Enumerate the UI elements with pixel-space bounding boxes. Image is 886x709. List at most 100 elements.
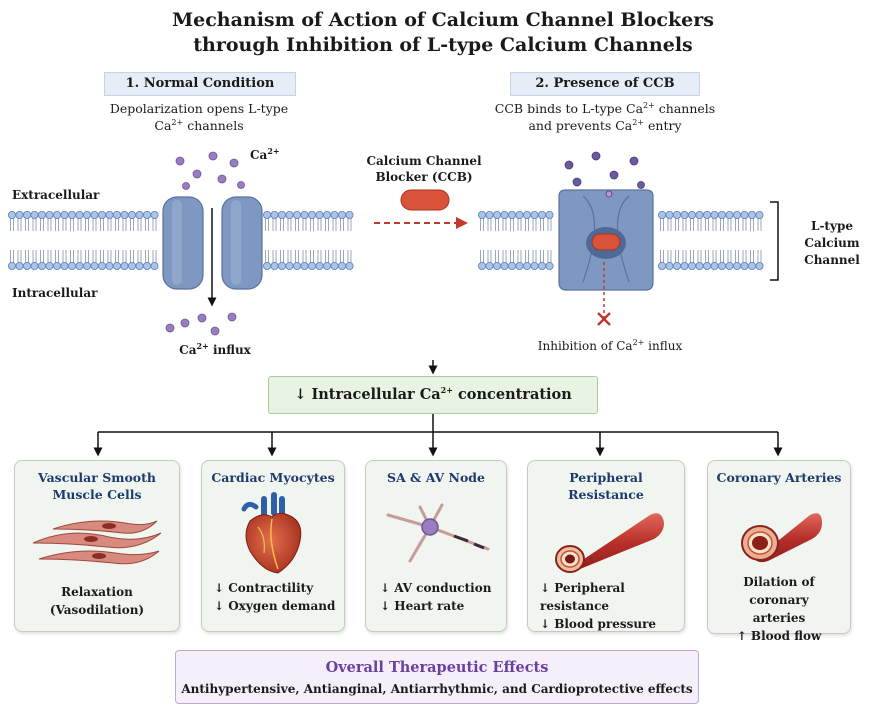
lipid-head xyxy=(492,210,501,219)
lipid-head xyxy=(22,210,31,219)
ccb-pill xyxy=(400,189,450,211)
lipid-head xyxy=(703,261,712,270)
lipid-head xyxy=(748,261,757,270)
lipid-head xyxy=(120,261,129,270)
card-sa-av-node: SA & AV Node ↓ AV conduction↓ Heart rate xyxy=(365,460,507,632)
lipid-head xyxy=(507,210,516,219)
lipid-head xyxy=(515,261,524,270)
lipid-head xyxy=(673,261,682,270)
ccb-label: Calcium Channel Blocker (CCB) xyxy=(366,154,482,184)
lipid-head xyxy=(68,261,77,270)
lipid-head xyxy=(75,261,84,270)
lipid-head xyxy=(277,210,286,219)
calcium-ions-extracellular-left xyxy=(175,151,245,190)
lipid-head xyxy=(135,210,144,219)
lipid-head xyxy=(710,210,719,219)
coronary-artery-icon xyxy=(741,513,822,563)
intracellular-calcium-concentration-box: ↓ Intracellular Ca2+ concentration xyxy=(268,376,598,414)
lipid-head xyxy=(270,261,279,270)
lipid-head xyxy=(330,261,339,270)
lipid-head xyxy=(523,210,532,219)
lipid-head xyxy=(127,210,136,219)
extracellular-label: Extracellular xyxy=(12,188,100,202)
lipid-head xyxy=(322,261,331,270)
lipid-head xyxy=(710,261,719,270)
lipid-head xyxy=(680,261,689,270)
lipid-head xyxy=(262,210,271,219)
lipid-head xyxy=(530,261,539,270)
card-effect: ↓ Contractility↓ Oxygen demand xyxy=(214,581,336,613)
presence-of-ccb-description: CCB binds to L-type Ca2+ channels and pr… xyxy=(494,100,716,133)
lipid-head xyxy=(725,261,734,270)
smooth-muscle-cells-icon xyxy=(32,520,162,565)
lipid-head xyxy=(665,261,674,270)
lipid-head xyxy=(755,210,764,219)
calcium-influx-label: Ca2+ influx xyxy=(179,341,251,357)
normal-condition-description: Depolarization opens L-type Ca2+ channel… xyxy=(84,100,314,134)
lipid-head xyxy=(345,261,354,270)
lipid-head xyxy=(703,210,712,219)
lipid-head xyxy=(755,261,764,270)
lipid-head xyxy=(345,210,354,219)
lipid-head xyxy=(150,210,159,219)
lipid-head xyxy=(45,261,54,270)
lipid-head xyxy=(60,261,69,270)
lipid-head xyxy=(307,210,316,219)
lipid-head xyxy=(15,261,24,270)
lipid-head xyxy=(538,210,547,219)
lipid-head xyxy=(688,210,697,219)
open-l-type-channel xyxy=(162,196,263,307)
lipid-head xyxy=(695,210,704,219)
lipid-head xyxy=(53,210,62,219)
lipid-head xyxy=(270,210,279,219)
membrane-right xyxy=(477,210,764,270)
lipid-head xyxy=(90,210,99,219)
lipid-head xyxy=(680,210,689,219)
inhibition-label: Inhibition of Ca2+ influx xyxy=(537,338,683,354)
lipid-head xyxy=(15,210,24,219)
lipid-head xyxy=(733,261,742,270)
lipid-head xyxy=(718,261,727,270)
lipid-head xyxy=(337,210,346,219)
blocked-l-type-channel xyxy=(558,189,654,326)
lipid-head xyxy=(292,261,301,270)
overall-therapeutic-effects-box: Overall Therapeutic Effects Antihyperten… xyxy=(175,650,699,704)
title-line-1: Mechanism of Action of Calcium Channel B… xyxy=(172,9,714,31)
card-title: SA & AV Node xyxy=(386,470,485,485)
page-title: Mechanism of Action of Calcium Channel B… xyxy=(0,8,886,58)
lipid-head xyxy=(658,210,667,219)
lipid-head xyxy=(315,261,324,270)
normal-condition-label: 1. Normal Condition xyxy=(104,72,296,96)
lipid-head xyxy=(60,210,69,219)
lipid-head xyxy=(477,261,486,270)
lipid-head xyxy=(142,261,151,270)
lipid-head xyxy=(300,261,309,270)
lipid-head xyxy=(75,210,84,219)
lipid-head xyxy=(733,210,742,219)
card-cardiac-myocytes: Cardiac Myocytes ↓ Contractility↓ Oxygen… xyxy=(201,460,345,632)
lipid-head xyxy=(315,210,324,219)
lipid-head xyxy=(98,261,107,270)
heart-icon xyxy=(241,492,302,574)
lipid-head xyxy=(53,261,62,270)
lipid-head xyxy=(673,210,682,219)
lipid-head xyxy=(127,261,136,270)
card-effect: ↓ AV conduction↓ Heart rate xyxy=(380,581,492,613)
lipid-head xyxy=(725,210,734,219)
overall-title: Overall Therapeutic Effects xyxy=(325,659,549,676)
lipid-head xyxy=(98,210,107,219)
card-effect: ↓ Peripheral resistance↓ Blood pressure xyxy=(540,581,657,631)
membrane-left xyxy=(7,210,354,270)
lipid-head xyxy=(38,261,47,270)
calcium-ion-label: Ca2+ xyxy=(250,146,280,162)
calcium-ions-extracellular-right xyxy=(564,151,645,198)
lipid-head xyxy=(545,261,554,270)
lipid-head xyxy=(45,210,54,219)
lipid-head xyxy=(337,261,346,270)
card-title: Coronary Arteries xyxy=(716,470,842,485)
